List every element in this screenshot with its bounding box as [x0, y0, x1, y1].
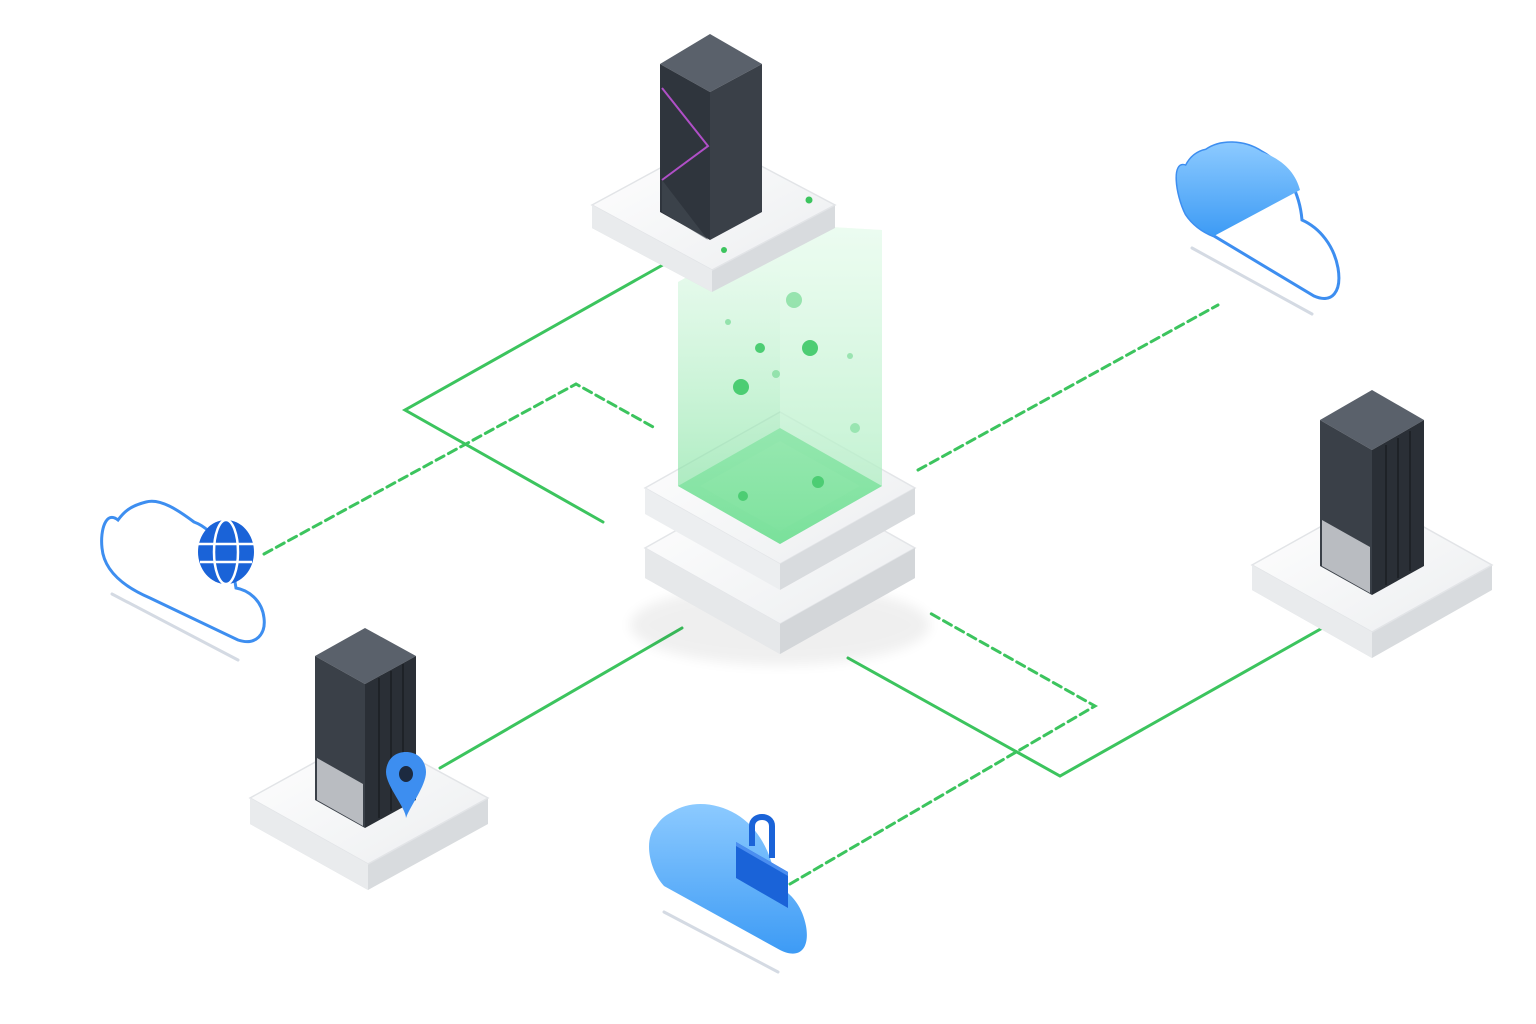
- connection-server-top: [401, 260, 670, 524]
- glowing-data-column: [678, 224, 882, 544]
- cloud-icon: [649, 803, 807, 954]
- connection-cloud-globe: [262, 382, 657, 556]
- server-tower-icon: [315, 628, 416, 828]
- connections: [262, 260, 1335, 886]
- lock-icon: [736, 814, 788, 908]
- cloud-icon: [1175, 141, 1341, 300]
- server-left[interactable]: [248, 628, 490, 890]
- connection-cloud-sync: [916, 303, 1220, 472]
- cloud-globe[interactable]: [100, 499, 266, 662]
- server-tower-icon: [660, 34, 762, 240]
- server-tower-icon: [1320, 390, 1424, 595]
- cloud-sync[interactable]: [1175, 141, 1341, 316]
- server-right[interactable]: [1250, 390, 1494, 658]
- cloud-icon: [100, 499, 266, 643]
- globe-icon: [198, 518, 254, 586]
- location-pin-icon: [386, 752, 426, 818]
- connection-cloud-lock: [788, 610, 1099, 886]
- connection-server-left: [438, 626, 684, 770]
- cloud-lock[interactable]: [649, 803, 807, 974]
- server-top[interactable]: [590, 34, 837, 292]
- data-hub[interactable]: [630, 224, 930, 665]
- data-particles: [725, 292, 860, 501]
- connection-server-right: [846, 620, 1335, 778]
